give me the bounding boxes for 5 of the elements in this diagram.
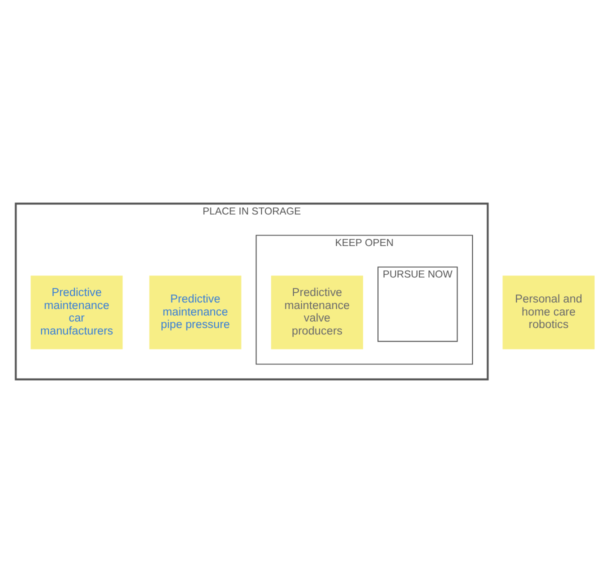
- node-box: Predictive maintenance car manufacturers: [30, 276, 123, 350]
- node-box: Predictive maintenance valve producers: [271, 276, 364, 350]
- node-box: PURSUE NOW: [378, 266, 458, 342]
- node-box: Predictive maintenance pipe pressure: [149, 276, 242, 350]
- node-box: Personal and home care robotics: [502, 276, 595, 350]
